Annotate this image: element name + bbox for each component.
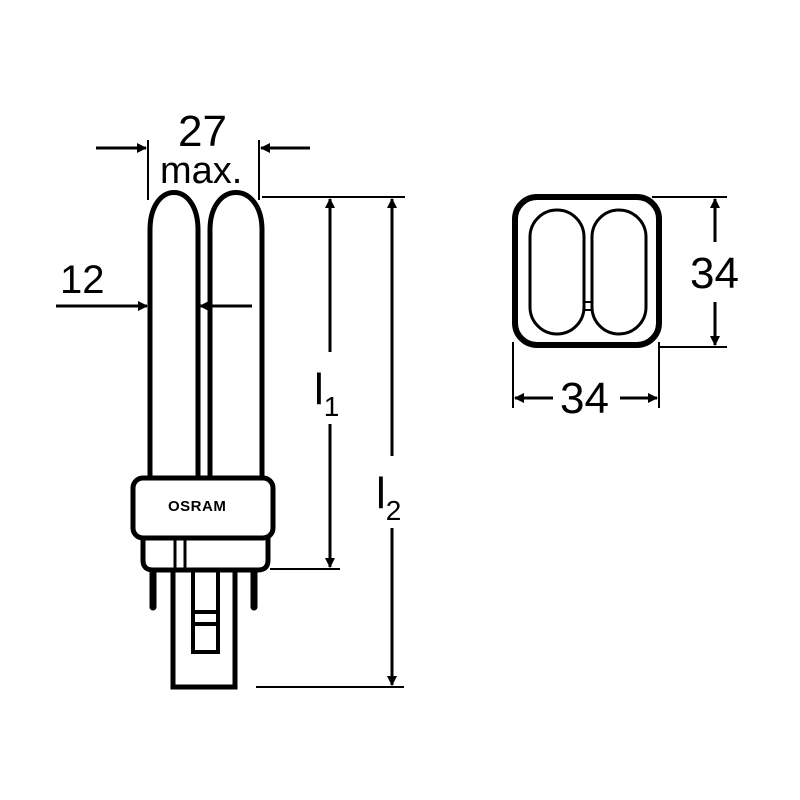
top-view-height-dimension: [652, 196, 727, 348]
length-l1-label: l1: [314, 368, 339, 421]
brand-label: OSRAM: [168, 498, 227, 515]
width-max-label: max.: [160, 150, 243, 192]
length-l2-label: l2: [376, 472, 401, 525]
l2-subscript: 2: [385, 495, 402, 526]
top-view-height-label: 34: [690, 249, 739, 298]
lamp-tubes: [147, 190, 265, 478]
tube-diameter-label: 12: [60, 258, 105, 302]
top-view-width-dimension: [512, 342, 660, 408]
l2-symbol: l: [376, 469, 386, 518]
l1-symbol: l: [314, 365, 324, 414]
top-view-outline: [512, 194, 662, 348]
width-dimension-27: [96, 140, 310, 200]
top-view-width-label: 34: [560, 374, 609, 423]
length-extension-lines: [256, 196, 405, 688]
l1-subscript: 1: [323, 391, 340, 422]
width-value-label: 27: [178, 107, 227, 156]
lamp-base: [130, 475, 276, 690]
